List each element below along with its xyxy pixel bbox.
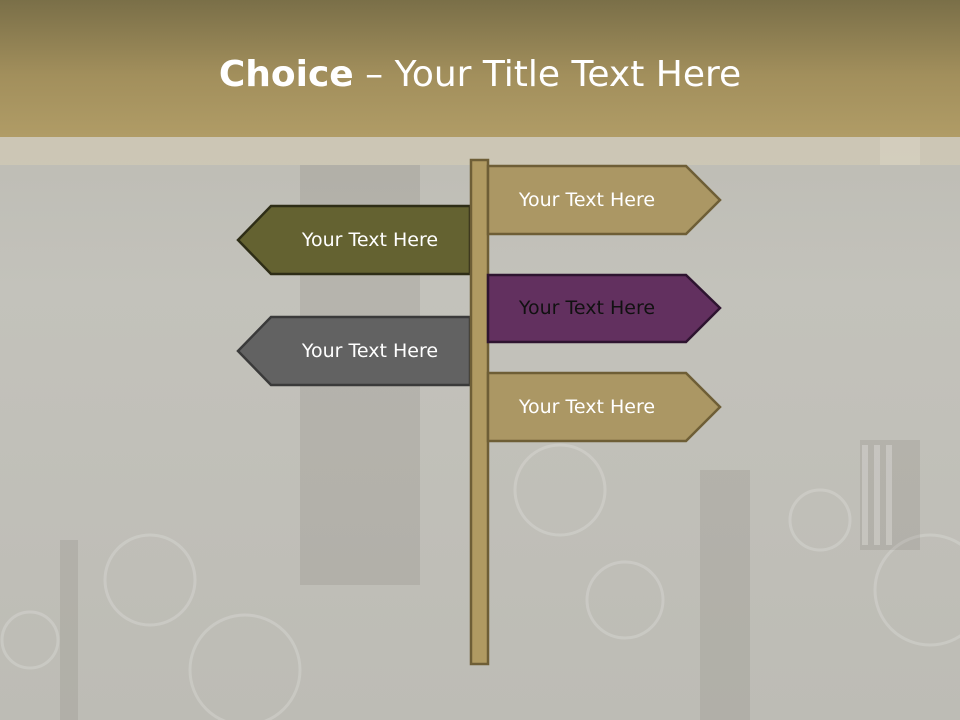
sign-left-1[interactable]: Your Text Here (236, 204, 472, 276)
sign-left-1-label: Your Text Here (301, 229, 438, 251)
sign-right-1-label: Your Text Here (518, 189, 655, 211)
title-rest: – Your Title Text Here (353, 54, 742, 95)
slide-title: Choice – Your Title Text Here (0, 52, 960, 98)
sign-right-3[interactable]: Your Text Here (486, 371, 722, 443)
title-bar (0, 0, 960, 137)
sign-right-2-label: Your Text Here (518, 297, 655, 319)
signpost-pole (469, 158, 490, 666)
sign-right-3-label: Your Text Here (518, 396, 655, 418)
sign-left-2-label: Your Text Here (301, 340, 438, 362)
sign-right-2[interactable]: Your Text Here (486, 273, 722, 344)
sign-left-2[interactable]: Your Text Here (236, 315, 472, 387)
sign-right-1[interactable]: Your Text Here (486, 164, 722, 236)
title-bold: Choice (218, 54, 354, 95)
